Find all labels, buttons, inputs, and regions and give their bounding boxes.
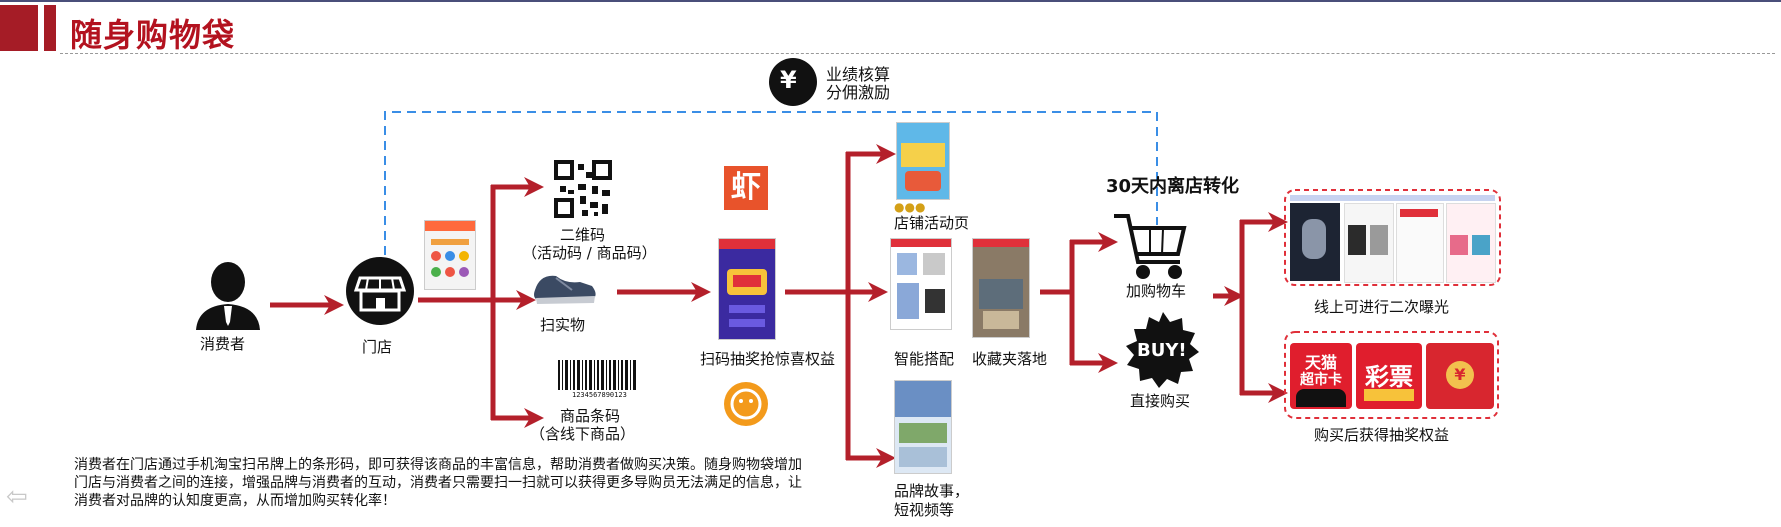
xia-logo: 虾 <box>724 166 768 210</box>
tmall-card: 天猫 超市卡 <box>1290 343 1352 409</box>
qrcode-label: 二维码 <box>560 226 606 244</box>
shopping-cart-icon <box>1114 214 1187 279</box>
header-divider <box>60 53 1775 54</box>
tmall-card-line2: 超市卡 <box>1300 372 1342 388</box>
brand-story-label: 品牌故事， <box>894 482 970 500</box>
yen-circle <box>769 58 817 106</box>
store-app-thumbnail <box>424 220 476 290</box>
shop-activity-thumbnail <box>896 122 950 200</box>
header-accent-block <box>0 5 38 51</box>
qrcode-sublabel: （活动码 / 商品码） <box>522 244 657 262</box>
rewards-dashed-box <box>1284 331 1499 419</box>
qr-code-icon <box>554 160 612 218</box>
feedback-dashed-line <box>384 111 1158 255</box>
description-text: 消费者在门店通过手机淘宝扫吊牌上的条形码，即可获得该商品的丰富信息，帮助消费者做… <box>74 457 802 509</box>
add-cart-label: 加购物车 <box>1126 282 1187 300</box>
shop-activity-label: 店铺活动页 <box>894 214 970 232</box>
badge-line-2: 分佣激励 <box>826 83 891 102</box>
exposure-screenshots <box>1290 195 1496 283</box>
store-label: 门店 <box>362 338 393 356</box>
brand-story-sublabel: 短视频等 <box>894 501 955 519</box>
smart-match-thumbnail <box>890 238 952 330</box>
lottery-card-text: 彩票 <box>1365 363 1413 391</box>
conversion-title: 30天内离店转化 <box>1106 176 1240 197</box>
orange-coin-icon <box>724 382 768 426</box>
post-purchase-label: 购买后获得抽奖权益 <box>1314 426 1450 444</box>
red-packet-coin: ¥ <box>1446 361 1474 389</box>
favorites-label: 收藏夹落地 <box>972 350 1048 368</box>
activity-coins: ●●● <box>894 200 926 214</box>
brand-story-thumbnail <box>894 380 952 474</box>
online-exposure-label: 线上可进行二次曝光 <box>1314 298 1450 316</box>
shoe-label: 扫实物 <box>540 316 586 334</box>
smart-match-label: 智能搭配 <box>894 350 955 368</box>
page-title: 随身购物袋 <box>70 16 236 54</box>
direct-buy-label: 直接购买 <box>1130 392 1191 410</box>
barcode-icon <box>557 360 637 398</box>
header-accent-stripe <box>44 5 56 51</box>
lottery-ribbon <box>1364 389 1414 401</box>
scan-page-thumbnail <box>718 238 776 340</box>
back-arrow-icon[interactable]: ⇦ <box>6 482 28 512</box>
tmall-cat-icon <box>1296 389 1346 407</box>
tmall-card-line1: 天猫 <box>1304 353 1337 372</box>
scan-page-label: 扫码抽奖抢惊喜权益 <box>700 350 836 368</box>
store-circle-icon <box>346 257 414 325</box>
buy-badge-text: BUY! <box>1137 340 1187 361</box>
barcode-label: 商品条码 <box>560 407 621 425</box>
red-packet-card: ¥ <box>1426 343 1494 409</box>
buy-starburst-icon <box>1126 312 1199 388</box>
yen-symbol: ¥ <box>780 66 797 94</box>
top-rule <box>0 0 1781 2</box>
barcode-digits: 1234567890123 <box>572 391 627 399</box>
consumer-label: 消费者 <box>200 335 246 353</box>
barcode-sublabel: （含线下商品） <box>530 425 636 443</box>
favorites-thumbnail <box>972 238 1030 338</box>
exposure-dashed-box <box>1284 189 1501 286</box>
sneaker-icon <box>534 275 596 304</box>
consumer-person-icon <box>196 262 260 330</box>
lottery-card: 彩票 <box>1356 343 1422 409</box>
badge-line-1: 业绩核算 <box>826 65 891 84</box>
